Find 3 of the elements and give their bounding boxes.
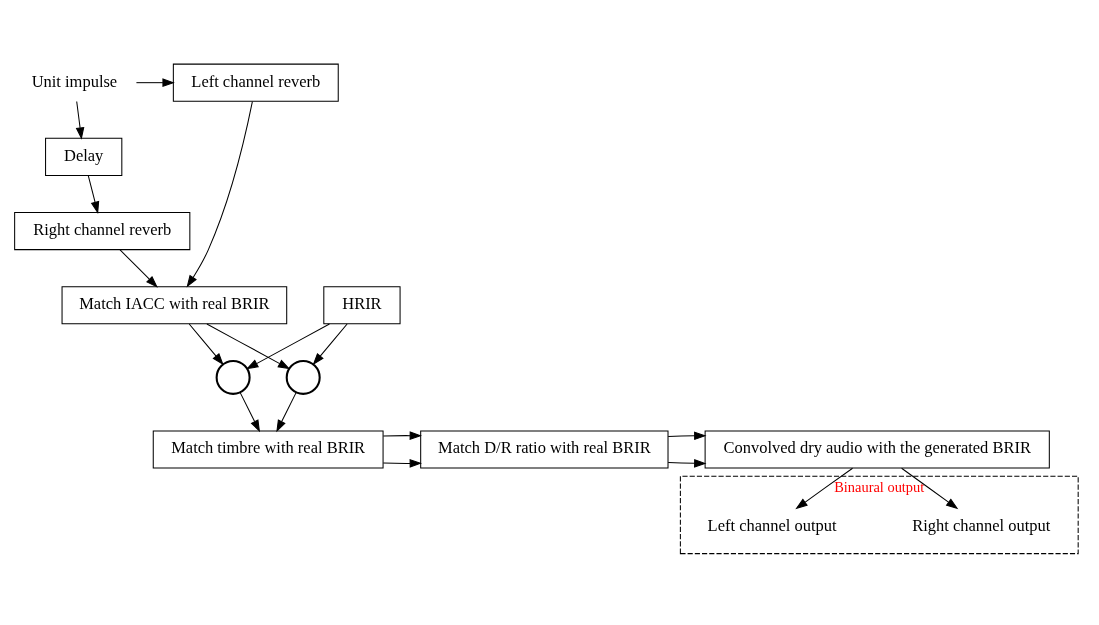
node-text: Left channel output — [707, 515, 837, 535]
node-text: Right channel output — [912, 515, 1051, 535]
node-text: Unit impulse — [31, 71, 118, 91]
